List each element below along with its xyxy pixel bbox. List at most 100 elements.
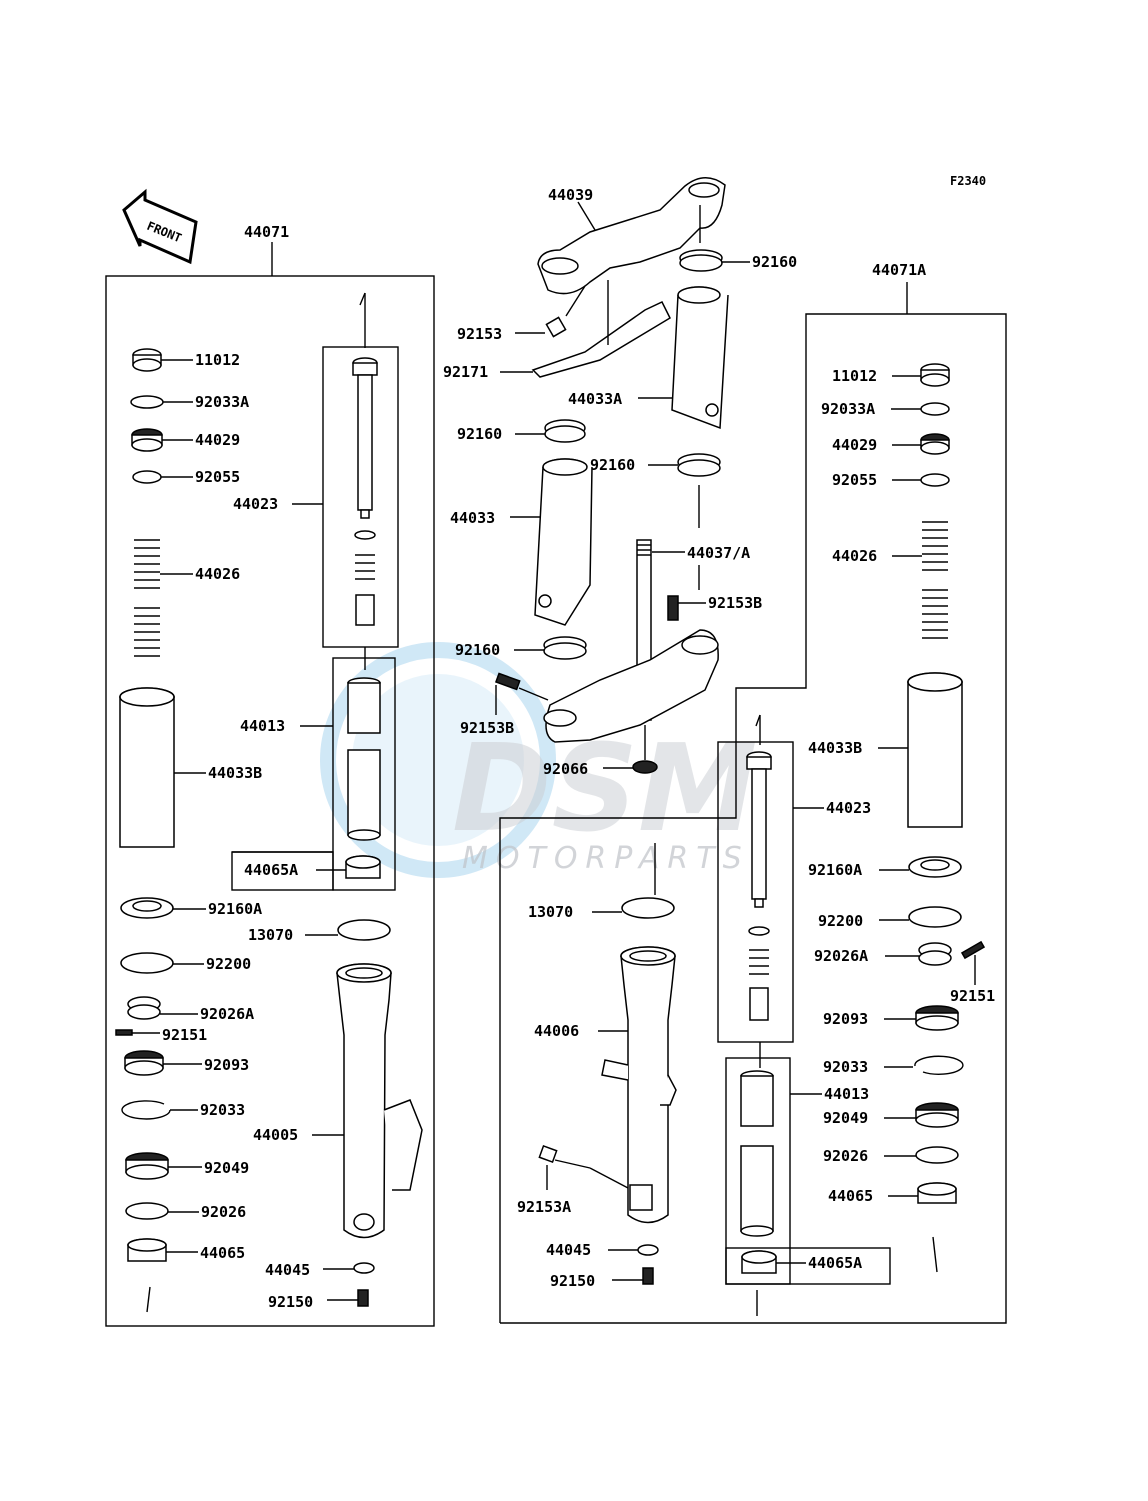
label-44065A-right: 44065A — [808, 1254, 862, 1272]
part-92093-right: 92093 — [823, 1005, 959, 1031]
label-92055-right: 92055 — [832, 471, 877, 489]
part-44039: 44039 — [537, 177, 726, 295]
part-44033B: 44033B — [119, 687, 262, 848]
part-44023-right: 44023 — [746, 714, 871, 1021]
part-44065-right: 44065 — [828, 1182, 957, 1273]
label-44065: 44065 — [200, 1244, 245, 1262]
label-92026A-right: 92026A — [814, 947, 868, 965]
label-92200: 92200 — [206, 955, 251, 973]
part-92151-right: 92151 — [950, 940, 995, 1005]
label-13070-right: 13070 — [528, 903, 573, 921]
label-44033B-right: 44033B — [808, 739, 862, 757]
label-44033: 44033 — [450, 509, 495, 527]
label-92160A-right: 92160A — [808, 861, 862, 879]
part-92153: 92153 — [457, 285, 586, 343]
part-92055: 92055 — [132, 468, 240, 486]
part-92033A: 92033A — [130, 393, 249, 411]
label-92151-right: 92151 — [950, 987, 995, 1005]
part-44013-right: 44013 — [740, 1042, 869, 1237]
label-92160-mid-left: 92160 — [457, 425, 502, 443]
part-92200-right: 92200 — [818, 906, 962, 930]
part-92026A: 92026A — [127, 996, 254, 1023]
part-13070-left: 13070 — [248, 919, 391, 944]
part-92049-right: 92049 — [823, 1102, 959, 1128]
label-92026A: 92026A — [200, 1005, 254, 1023]
label-92153A: 92153A — [517, 1198, 571, 1216]
label-92160-lower: 92160 — [455, 641, 500, 659]
part-11012: 11012 — [132, 348, 240, 372]
label-44033A: 44033A — [568, 390, 622, 408]
part-44005: 44005 — [253, 963, 423, 1239]
assembly-label-44071: 44071 — [244, 223, 289, 241]
label-92055: 92055 — [195, 468, 240, 486]
label-92200-right: 92200 — [818, 912, 863, 930]
part-44029-right: 44029 — [832, 433, 950, 455]
label-92151: 92151 — [162, 1026, 207, 1044]
label-92049-right: 92049 — [823, 1109, 868, 1127]
label-92033-right: 92033 — [823, 1058, 868, 1076]
label-44013-right: 44013 — [824, 1085, 869, 1103]
part-44065: 44065 — [127, 1238, 245, 1313]
part-44065A: 44065A — [244, 855, 381, 879]
label-92026: 92026 — [201, 1203, 246, 1221]
label-92160-mid-right: 92160 — [590, 456, 635, 474]
part-44006: 44006 — [534, 946, 677, 1224]
label-44045-left: 44045 — [265, 1261, 310, 1279]
label-44029-right: 44029 — [832, 436, 877, 454]
label-92153B-upper: 92153B — [708, 594, 762, 612]
part-92160-mid-right: 92160 — [590, 453, 721, 528]
part-92026-right: 92026 — [823, 1146, 959, 1165]
part-44026-right: 44026 — [832, 521, 948, 639]
right-fork-group: 44071A 11012 92033A 44029 92055 — [499, 261, 1007, 1324]
label-44005: 44005 — [253, 1126, 298, 1144]
label-92033: 92033 — [200, 1101, 245, 1119]
label-44023-right: 44023 — [826, 799, 871, 817]
label-44039: 44039 — [548, 186, 593, 204]
left-fork-group: 44071 11012 92033A 44029 — [105, 223, 435, 1327]
part-92160-lower: 92160 — [455, 636, 587, 660]
part-92093: 92093 — [124, 1050, 249, 1076]
label-92049: 92049 — [204, 1159, 249, 1177]
part-92153A: 92153A — [517, 1145, 629, 1216]
front-arrow-icon: FRONT — [122, 188, 198, 265]
watermark-tagline: MOTORPARTS — [462, 841, 750, 876]
label-92093-right: 92093 — [823, 1010, 868, 1028]
label-44065A: 44065A — [244, 861, 298, 879]
part-92153B-lower: 92153B — [460, 672, 549, 737]
part-92160A: 92160A — [120, 897, 262, 919]
part-92171: 92171 — [443, 280, 671, 381]
label-92160A: 92160A — [208, 900, 262, 918]
label-92153B-lower: 92153B — [460, 719, 514, 737]
label-44037-A: 44037/A — [687, 544, 750, 562]
part-44023: 44023 — [233, 292, 378, 626]
label-92150-right: 92150 — [550, 1272, 595, 1290]
label-92033A-right: 92033A — [821, 400, 875, 418]
part-92160A-right: 92160A — [808, 856, 962, 879]
label-92153: 92153 — [457, 325, 502, 343]
label-44029: 44029 — [195, 431, 240, 449]
part-44033B-right: 44033B — [808, 672, 963, 828]
label-11012-right: 11012 — [832, 367, 877, 385]
part-44037-A: 44037/A — [543, 539, 750, 743]
part-92150-right: 92150 — [550, 1267, 654, 1290]
label-44013: 44013 — [240, 717, 285, 735]
label-92150-left: 92150 — [268, 1293, 313, 1311]
part-92026: 92026 — [125, 1202, 246, 1221]
part-92033-right: 92033 — [823, 1055, 964, 1076]
label-92026-right: 92026 — [823, 1147, 868, 1165]
label-92033A: 92033A — [195, 393, 249, 411]
part-44013: 44013 — [240, 647, 381, 841]
part-92160-top: 92160 — [679, 205, 797, 272]
part-11012-right: 11012 — [832, 363, 950, 387]
label-11012: 11012 — [195, 351, 240, 369]
part-92026A-right: 92026A — [814, 942, 952, 966]
label-92093: 92093 — [204, 1056, 249, 1074]
label-44026: 44026 — [195, 565, 240, 583]
label-92160-top: 92160 — [752, 253, 797, 271]
part-13070-right: 13070 — [528, 843, 675, 921]
label-44045-right: 44045 — [546, 1241, 591, 1259]
part-92033A-right: 92033A — [821, 400, 950, 418]
part-44045-right: 44045 — [546, 1241, 659, 1259]
part-44045-left: 44045 — [265, 1261, 375, 1279]
